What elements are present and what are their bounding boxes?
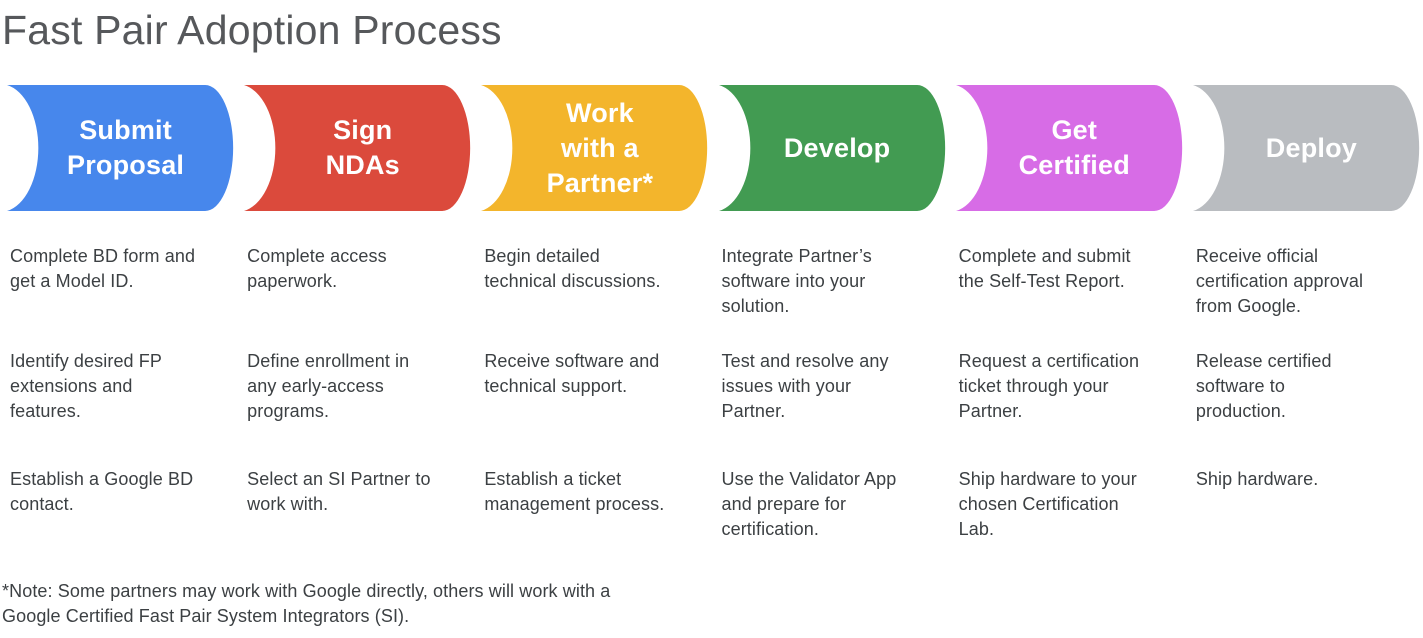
desc-submit-proposal-2: Identify desired FP extensions and featu… <box>10 351 162 421</box>
stage-banner-work-with-partner: Work with a Partner* <box>474 85 711 211</box>
stage-shape <box>7 85 234 211</box>
desc-work-with-partner-1: Begin detailed technical discussions. <box>484 246 661 291</box>
stage-shape <box>481 85 708 211</box>
stage-shape <box>718 85 945 211</box>
stage-banner-submit-proposal: Submit Proposal <box>0 85 237 211</box>
stage-label: Work with a Partner* <box>546 97 654 198</box>
desc-get-certified-2: Request a certification ticket through y… <box>958 351 1140 421</box>
desc-get-certified-3: Ship hardware to your chosen Certificati… <box>958 469 1137 539</box>
stage-shape <box>244 85 471 211</box>
fast-pair-adoption-diagram: Fast Pair Adoption Process Submit Propos… <box>0 6 1423 629</box>
stage-banner-deploy: Deploy <box>1186 85 1423 211</box>
desc-deploy-2: Release certified software to production… <box>1195 351 1332 421</box>
desc-submit-proposal-3: Establish a Google BD contact. <box>10 469 194 514</box>
footnote: *Note: Some partners may work with Googl… <box>2 581 611 626</box>
stage-banner-develop: Develop <box>712 85 949 211</box>
desc-work-with-partner-2: Receive software and technical support. <box>484 351 660 396</box>
stage-label: Sign NDAs <box>325 115 400 180</box>
desc-work-with-partner-3: Establish a ticket management process. <box>484 469 665 514</box>
desc-submit-proposal-1: Complete BD form and get a Model ID. <box>10 246 196 291</box>
stage-label: Get Certified <box>1018 115 1130 180</box>
desc-sign-ndas-1: Complete access paperwork. <box>247 246 387 291</box>
stage-banner-get-certified: Get Certified <box>949 85 1186 211</box>
stage-banner-sign-ndas: Sign NDAs <box>237 85 474 211</box>
desc-sign-ndas-3: Select an SI Partner to work with. <box>247 469 431 514</box>
stage-label: Submit Proposal <box>67 115 185 180</box>
stage-shape <box>1192 85 1419 211</box>
desc-deploy-1: Receive official certification approval … <box>1195 246 1364 316</box>
stage-descriptions: Complete BD form and get a Model ID. Com… <box>0 244 1423 542</box>
desc-deploy-3: Ship hardware. <box>1195 469 1319 489</box>
page-title: Fast Pair Adoption Process <box>2 7 502 53</box>
stage-label: Develop <box>783 132 891 163</box>
desc-get-certified-1: Complete and submit the Self-Test Report… <box>958 246 1131 291</box>
process-stage-banners: Submit Proposal Sign NDAs Work with a Pa… <box>0 85 1423 211</box>
desc-sign-ndas-2: Define enrollment in any early-access pr… <box>247 351 410 421</box>
desc-develop-1: Integrate Partner’s software into your s… <box>721 246 872 316</box>
desc-develop-2: Test and resolve any issues with your Pa… <box>721 351 889 421</box>
desc-develop-3: Use the Validator App and prepare for ce… <box>721 469 897 539</box>
stage-shape <box>955 85 1182 211</box>
stage-label: Deploy <box>1265 132 1358 163</box>
